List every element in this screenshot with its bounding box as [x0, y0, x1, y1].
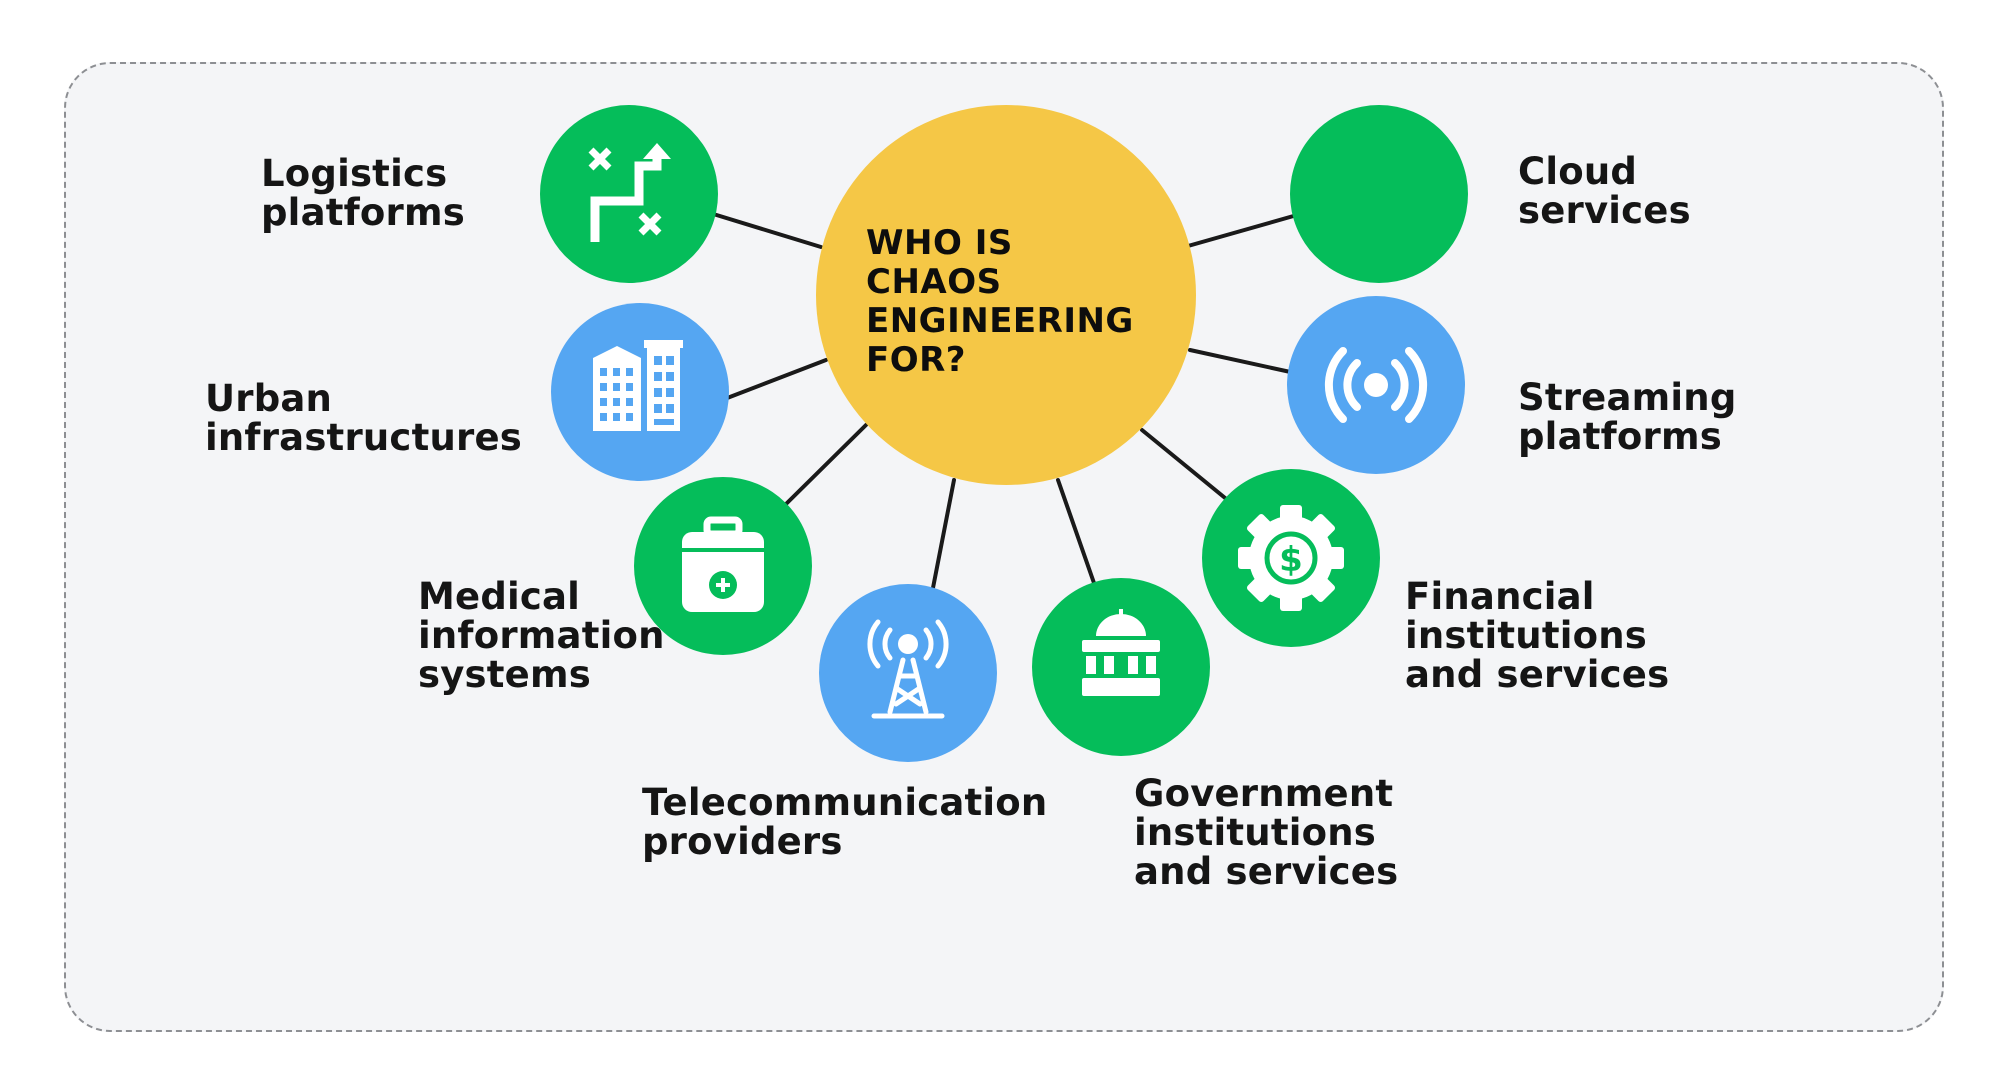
node-government-circle	[1032, 578, 1210, 756]
connector-streaming	[1188, 348, 1297, 375]
medical-case-icon	[682, 516, 764, 612]
label-line: and services	[1134, 850, 1399, 893]
connector-medical	[783, 423, 868, 507]
connector-logistics	[708, 211, 823, 249]
node-logistics-circle	[540, 105, 718, 283]
label-line: Urban	[205, 377, 333, 420]
connector-government	[1056, 478, 1096, 585]
label-line: services	[1518, 189, 1691, 232]
label-line: Streaming	[1518, 376, 1737, 419]
government-building-icon	[1082, 609, 1160, 696]
center-title: WHO IS CHAOS ENGINEERING FOR?	[866, 224, 1134, 380]
buildings-icon	[593, 340, 683, 431]
center-title-line: ENGINEERING	[866, 301, 1134, 341]
center-title-line: FOR?	[866, 340, 967, 380]
node-government	[1032, 578, 1210, 756]
connector-urban	[720, 358, 828, 402]
label-line: providers	[642, 820, 843, 863]
svg-text:$: $	[1279, 540, 1303, 580]
gear-dollar-icon: $	[1238, 505, 1344, 611]
label-line: Medical	[418, 575, 581, 618]
center-circle	[816, 105, 1196, 485]
label-line: institutions	[1405, 614, 1647, 657]
label-line: information	[418, 614, 665, 657]
label-streaming: Streaming platforms	[1518, 378, 1737, 456]
label-line: and services	[1405, 653, 1670, 696]
label-line: Financial	[1405, 575, 1595, 618]
label-line: platforms	[1518, 415, 1722, 458]
center-title-line: WHO IS	[866, 223, 1013, 263]
node-cloud	[1290, 105, 1468, 283]
connector-lines	[708, 211, 1299, 595]
node-streaming	[1287, 296, 1465, 474]
label-medical: Medical information systems	[418, 577, 665, 694]
label-line: platforms	[261, 191, 465, 234]
label-line: systems	[418, 653, 591, 696]
label-line: infrastructures	[205, 416, 522, 459]
label-urban: Urban infrastructures	[205, 379, 522, 457]
label-cloud: Cloud services	[1518, 152, 1691, 230]
connector-telecom	[930, 478, 956, 595]
node-financial: $	[1202, 469, 1380, 647]
connector-cloud	[1186, 213, 1299, 248]
label-financial: Financial institutions and services	[1405, 577, 1669, 694]
connector-financial	[1140, 428, 1232, 504]
node-telecom	[819, 584, 997, 762]
node-cloud-circle	[1290, 105, 1468, 283]
label-telecom: Telecommunication providers	[642, 783, 1047, 861]
node-medical	[634, 477, 812, 655]
broadcast-icon	[1324, 347, 1428, 423]
label-line: institutions	[1134, 811, 1376, 854]
label-line: Logistics	[261, 152, 448, 195]
route-icon	[588, 143, 671, 242]
label-logistics: Logistics platforms	[261, 154, 465, 232]
label-line: Government	[1134, 772, 1394, 815]
center-title-line: CHAOS	[866, 262, 1002, 302]
node-urban	[551, 303, 729, 481]
node-telecom-circle	[819, 584, 997, 762]
label-line: Telecommunication	[642, 781, 1048, 824]
label-line: Cloud	[1518, 150, 1638, 193]
node-logistics	[540, 105, 718, 283]
label-government: Government institutions and services	[1134, 774, 1398, 891]
radio-tower-icon	[867, 619, 949, 719]
